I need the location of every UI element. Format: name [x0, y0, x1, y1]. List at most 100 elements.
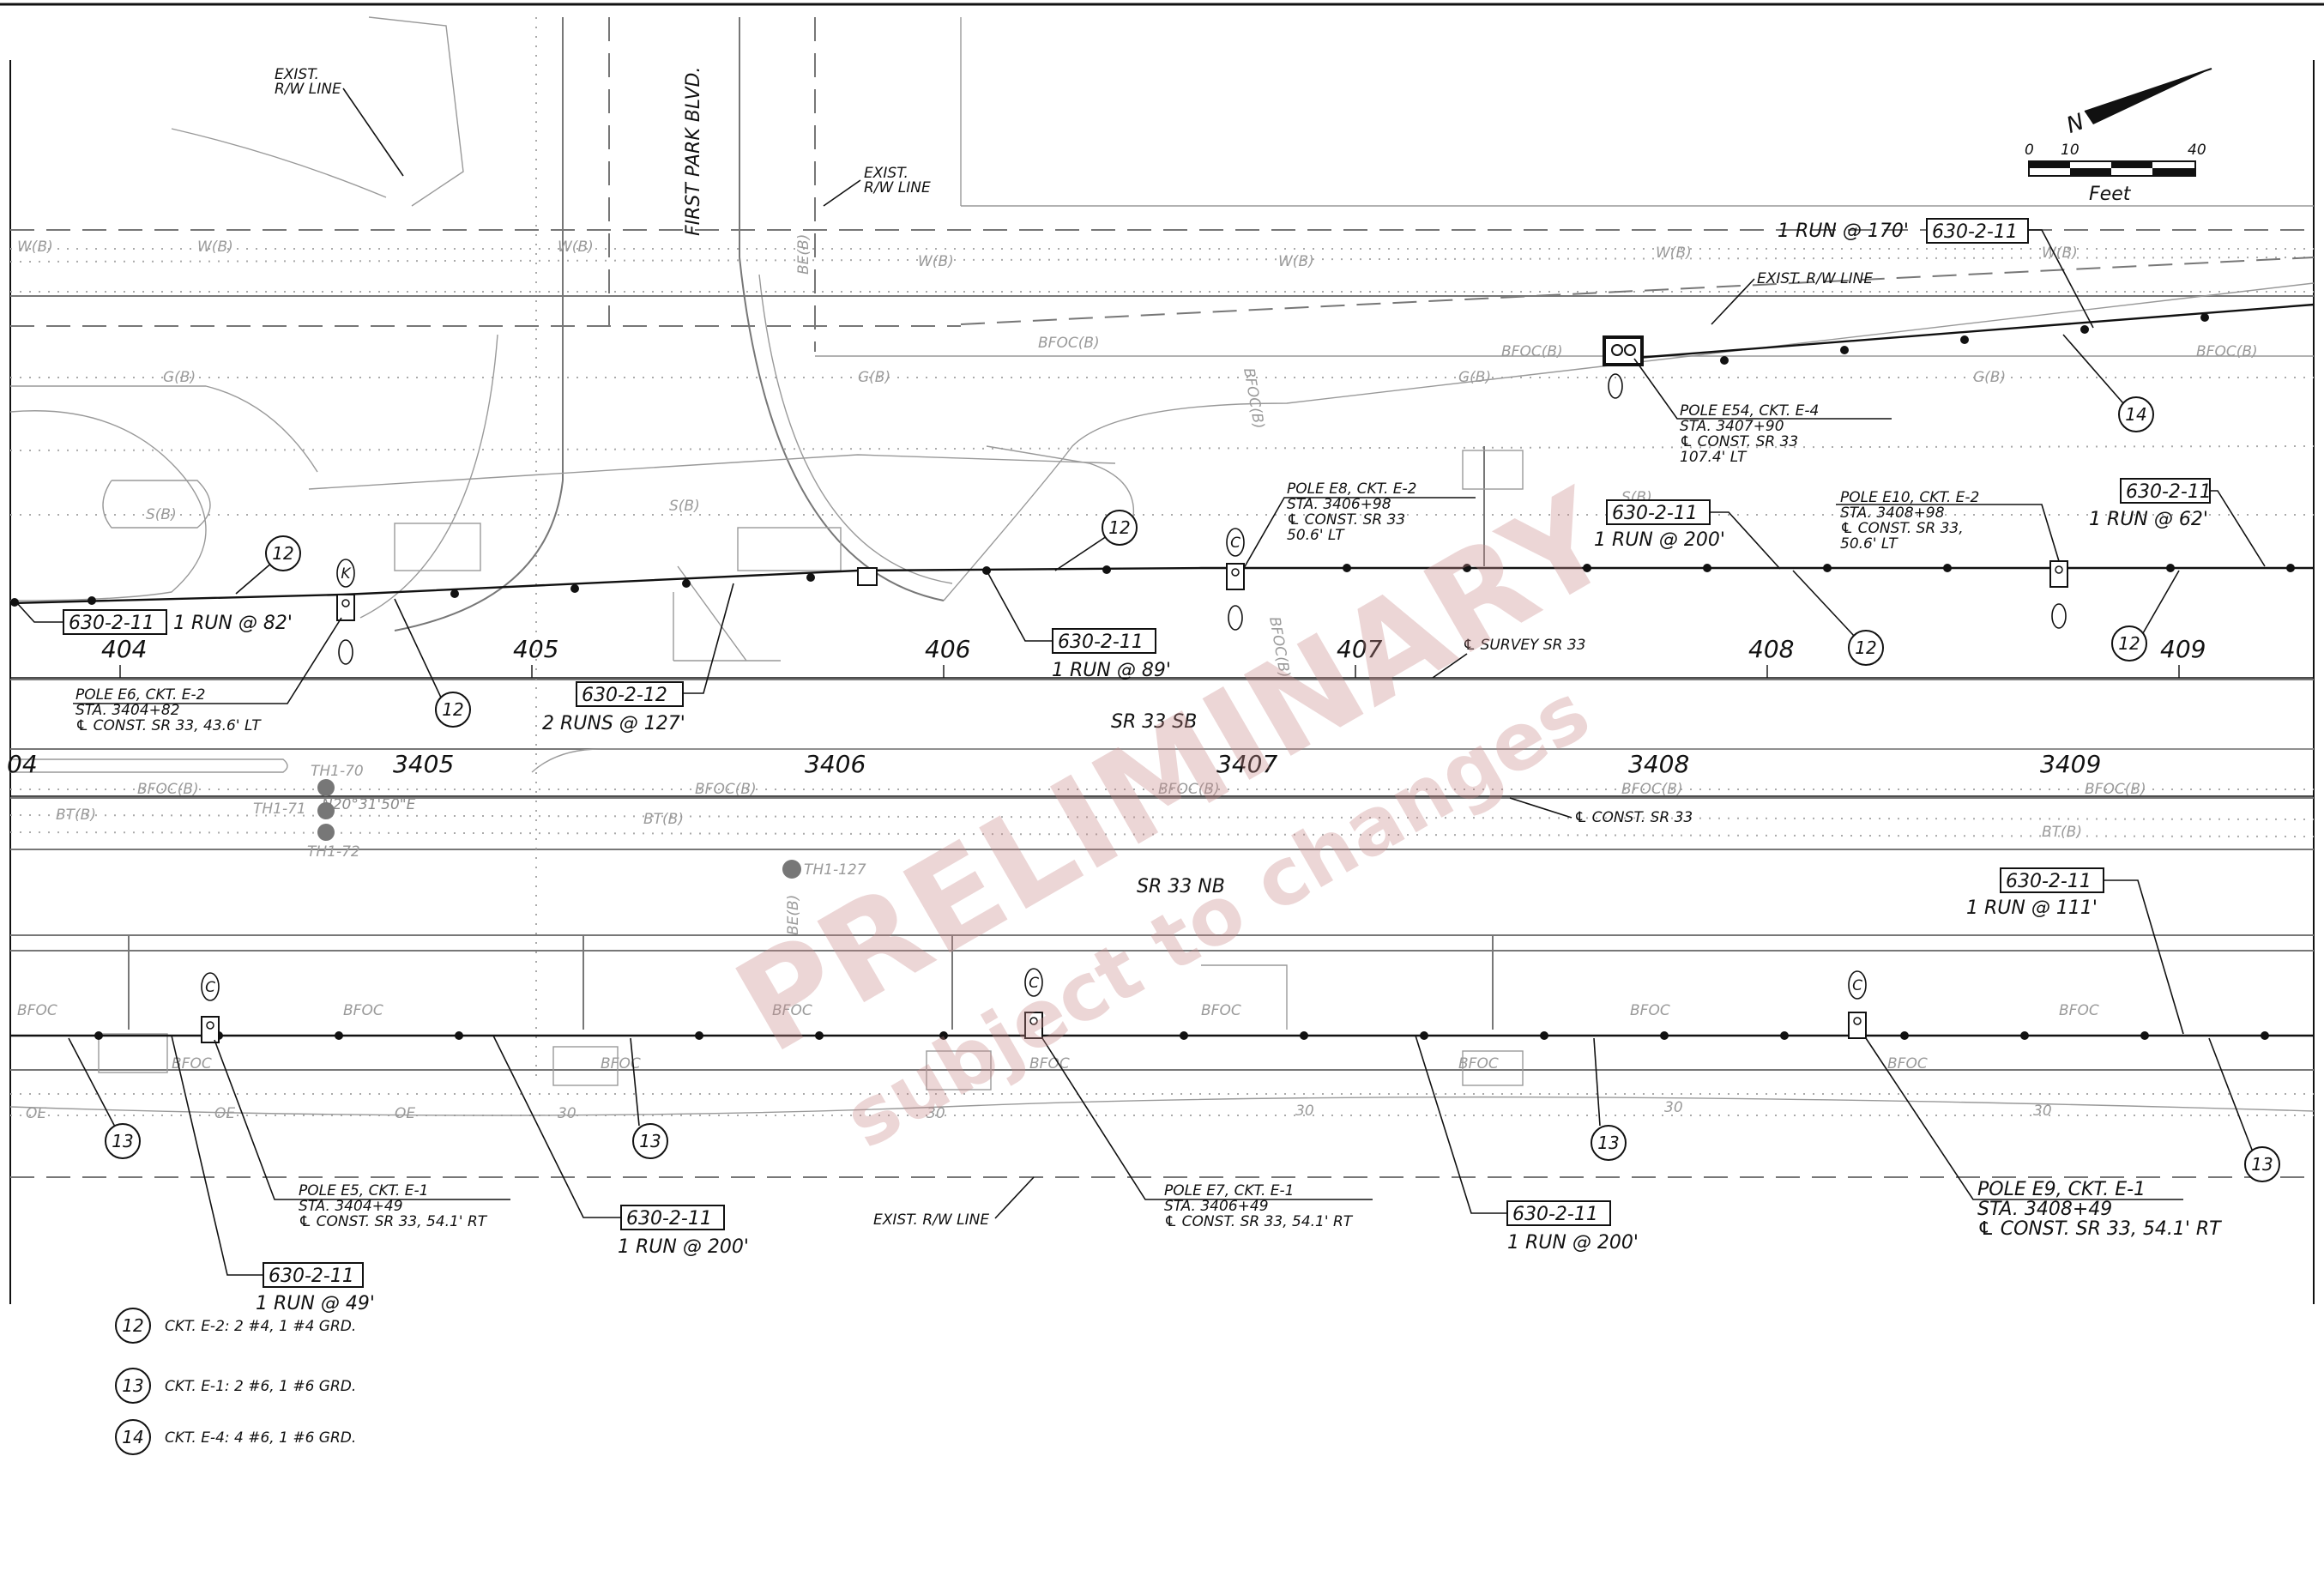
scale-label-40: 40: [2188, 142, 2206, 159]
pole-name: POLE E8, CKT. E-2: [1287, 480, 1417, 498]
pole-e6-icon: K: [336, 559, 355, 665]
callout-number: 13: [1597, 1133, 1619, 1153]
callout-number: 14: [2125, 404, 2146, 425]
pole-station: STA. 3408+49: [1977, 1199, 2112, 1220]
pole-station: STA. 3407+90: [1680, 418, 1784, 435]
callout-bubbles: 12 12 12 12 12 14 13: [68, 334, 2280, 1182]
bfoc-tag: BFOC: [1201, 1002, 1241, 1019]
test-hole-label: TH1-127: [804, 861, 866, 879]
pole-station: STA. 3406+49: [1164, 1198, 1269, 1215]
gas-tag: G(B): [163, 369, 196, 386]
callout-number: 12: [272, 543, 293, 564]
callout-bubble-12: 12: [1054, 510, 1138, 571]
bfoc-tag: BFOC: [1029, 1055, 1070, 1072]
legend-number: 12: [122, 1315, 143, 1336]
callout-bubble-12: 12: [394, 598, 471, 728]
utility-lines: [9, 248, 2315, 1116]
bt-tag: BT(B): [643, 811, 684, 828]
pay-item-labels: 1 RUN @ 170' 630-2-11 630-2-11 1 RUN @ 8…: [16, 218, 2266, 1314]
pole-offset: ℄ CONST. SR 33: [1287, 511, 1405, 529]
pole-distance: 50.6' LT: [1840, 535, 1898, 553]
first-park-blvd-label: FIRST PARK BLVD.: [683, 67, 704, 236]
rw-label-top-right: EXIST. R/W LINE: [1757, 270, 1873, 287]
pay-item-49: 630-2-11 1 RUN @ 49': [171, 1035, 375, 1314]
station-lower-3409: 3409: [2040, 750, 2101, 778]
station-lower-3408: 3408: [1628, 750, 1689, 778]
be-tag: BE(B): [795, 234, 812, 275]
water-tag: W(B): [918, 253, 954, 270]
pole-e9-icon: C: [1848, 970, 1867, 1039]
north-letter: N: [2063, 109, 2088, 139]
pay-item-code: 630-2-11: [1512, 1204, 1598, 1225]
callout-bubble-13: 13: [68, 1037, 141, 1159]
pole-e7-icon: C: [1024, 968, 1043, 1039]
legend-row: 13 CKT. E-1: 2 #6, 1 #6 GRD.: [115, 1368, 356, 1404]
const-centerline-label: ℄ CONST. SR 33: [1574, 809, 1693, 826]
north-arrow-scale: N 0 10 40 Feet: [2025, 68, 2212, 205]
sewer-tag: S(B): [146, 506, 177, 523]
bt-tag: BT(B): [2042, 824, 2082, 841]
bfoc-tag: BFOC: [343, 1002, 383, 1019]
pole-e6-note: POLE E6, CKT. E-2 STA. 3404+82 ℄ CONST. …: [73, 617, 342, 734]
pay-item-desc: 1 RUN @ 82': [173, 613, 293, 634]
bfoc-tag: BFOC: [1630, 1002, 1670, 1019]
bfoc-tag: BFOC: [2059, 1002, 2099, 1019]
legend-row: 12 CKT. E-2: 2 #4, 1 #4 GRD.: [115, 1308, 356, 1344]
oe-tag: OE: [26, 1105, 46, 1122]
pole-station: STA. 3404+49: [299, 1198, 403, 1215]
scale-bar: 0 10 40 Feet: [2025, 142, 2206, 205]
sewer-tag: S(B): [669, 498, 700, 515]
pay-item-82: 630-2-11 1 RUN @ 82': [16, 602, 293, 635]
oe-tag: OE: [214, 1105, 235, 1122]
bfoc-tag: BFOC: [601, 1055, 641, 1072]
pay-item-desc: 1 RUN @ 200': [1594, 529, 1725, 551]
callout-number: 12: [1108, 517, 1130, 538]
thirty-tag: 30: [1664, 1099, 1683, 1116]
pole-offset: ℄ CONST. SR 33, 54.1' RT: [299, 1213, 488, 1230]
pole-name: POLE E7, CKT. E-1: [1164, 1182, 1295, 1199]
fiber-tag: BFOC(B): [1158, 781, 1220, 798]
pay-item-200-right: 630-2-11 1 RUN @ 200': [1415, 1035, 1639, 1254]
pay-item-desc: 2 RUNS @ 127': [542, 713, 685, 734]
test-holes: TH1-70 TH1-71 TH1-72 TH1-127: [253, 763, 866, 879]
fiber-tag: BFOC(B): [1038, 335, 1100, 352]
bearing-label: N20°31'50"E: [322, 796, 416, 813]
fiber-tag: BFOC(B): [2085, 781, 2146, 798]
bfoc-tag: BFOC: [1887, 1055, 1928, 1072]
callout-number: 13: [639, 1131, 661, 1151]
pay-item-170: 1 RUN @ 170' 630-2-11: [1778, 218, 2094, 329]
pole-e7-note: POLE E7, CKT. E-1 STA. 3406+49 ℄ CONST. …: [1041, 1037, 1373, 1230]
rw-label-line2: R/W LINE: [864, 179, 931, 196]
test-hole-label: TH1-70: [311, 763, 364, 780]
pole-station: STA. 3406+98: [1287, 496, 1391, 513]
pay-item-code: 630-2-11: [626, 1208, 712, 1230]
fiber-tag: BFOC(B): [1621, 781, 1683, 798]
station-lower-04: 04: [7, 750, 38, 778]
right-of-way-labels: EXIST. R/W LINE EXIST. R/W LINE EXIST. R…: [275, 66, 1873, 1229]
pay-item-desc: 1 RUN @ 49': [256, 1293, 375, 1314]
road-geometry: [9, 16, 2315, 1178]
test-hole-icon: [317, 824, 335, 841]
pay-item-code: 630-2-11: [1058, 631, 1144, 653]
pay-item-62: 630-2-11 1 RUN @ 62': [2089, 478, 2266, 567]
fiber-tag: BFOC(B): [137, 781, 199, 798]
test-hole-label: TH1-71: [253, 801, 306, 818]
rw-label-bottom: EXIST. R/W LINE: [873, 1211, 989, 1229]
survey-line: [10, 665, 2314, 797]
callout-bubble-12: 12: [2111, 570, 2180, 662]
pole-symbols: K C C C: [201, 335, 2068, 1043]
water-tag: W(B): [17, 239, 53, 256]
pole-name: POLE E6, CKT. E-2: [75, 686, 206, 704]
water-tag: W(B): [2042, 245, 2078, 262]
legend-text: CKT. E-1: 2 #6, 1 #6 GRD.: [165, 1378, 356, 1395]
survey-centerline-label: ℄ SURVEY SR 33: [1463, 637, 1586, 654]
pole-letter: C: [1029, 975, 1039, 992]
fiber-tag: BFOC(B): [1501, 343, 1563, 360]
conduit-run-e2: [9, 566, 2314, 605]
pull-box-icon: [857, 567, 878, 586]
pay-item-code: 630-2-11: [1932, 221, 2018, 243]
callout-number: 12: [442, 699, 463, 720]
sheet-frame: [0, 3, 2324, 1304]
pole-letter: K: [341, 565, 352, 583]
